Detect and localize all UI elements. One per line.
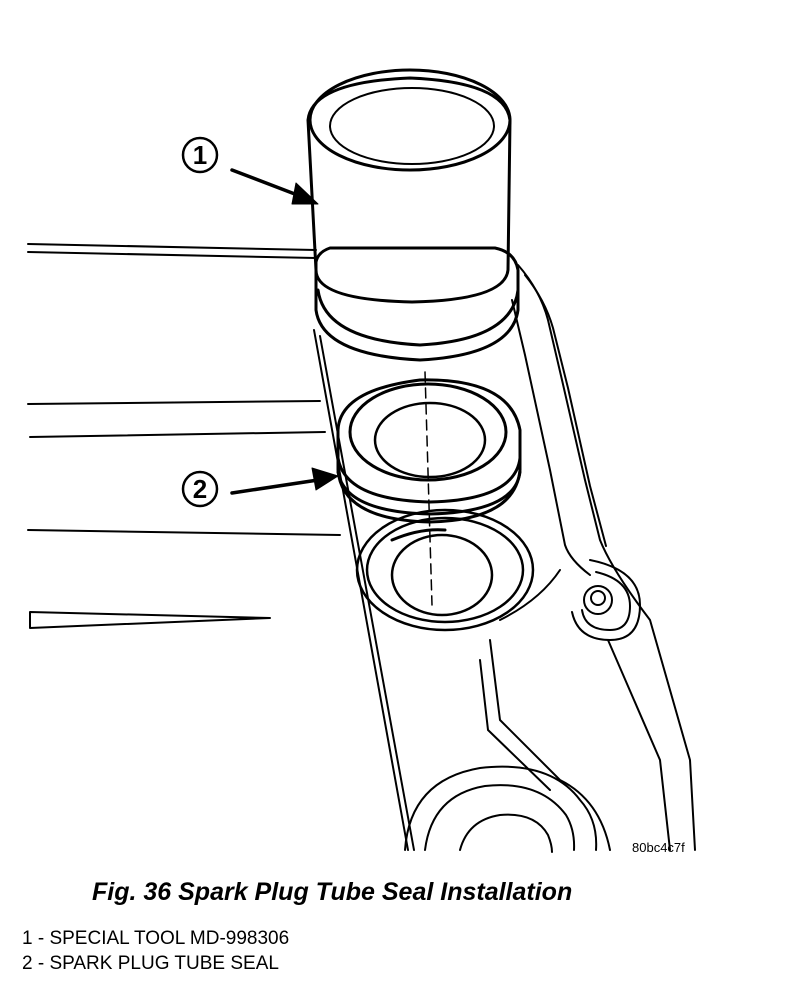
callout-1-circle <box>181 136 219 174</box>
callout-2-circle <box>181 470 219 508</box>
callout-2-leader <box>230 478 320 495</box>
spark-plug-tube-seal-illustration: 1 2 80bc4c7f <box>27 68 696 855</box>
engine-background-lines <box>27 243 341 629</box>
figure-caption: Fig. 36 Spark Plug Tube Seal Installatio… <box>92 878 573 906</box>
legend-item-tube-seal: 2 - SPARK PLUG TUBE SEAL <box>22 953 279 974</box>
cylinder-head <box>313 264 696 853</box>
figure-legend: 1 - SPECIAL TOOL MD-998306 2 - SPARK PLU… <box>22 926 289 976</box>
callout-1-leader <box>230 168 302 198</box>
callout-2-number: 2 <box>193 474 207 504</box>
spark-plug-tube-seal <box>336 378 522 524</box>
center-line <box>424 371 433 606</box>
seal-bore-opening <box>355 508 535 632</box>
callout-1-arrowhead <box>291 182 319 205</box>
callout-1-number: 1 <box>193 140 207 170</box>
callout-2-arrowhead <box>311 467 339 491</box>
legend-item-special-tool: 1 - SPECIAL TOOL MD-998306 <box>22 928 290 949</box>
special-tool-md-998306 <box>306 68 520 362</box>
figure-reference-code: 80bc4c7f <box>632 840 685 855</box>
